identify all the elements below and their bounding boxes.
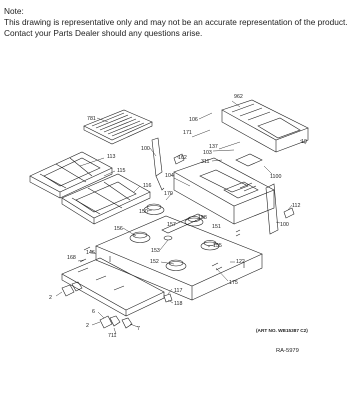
callout-158: 158 <box>198 215 207 221</box>
ra-code: RA-5979 <box>276 348 299 354</box>
disclaimer-note: Note: This drawing is representative onl… <box>4 6 348 39</box>
callout-781: 781 <box>87 116 96 122</box>
callout-151: 151 <box>212 224 221 230</box>
callout-156: 156 <box>114 226 123 232</box>
callout-labels: 781 962 106 171 19 137 103 311 1100 100 … <box>49 94 307 339</box>
callout-2-left: 2 <box>49 295 52 301</box>
callout-19: 19 <box>301 139 307 145</box>
callout-311: 311 <box>201 159 209 165</box>
side-bracket-left <box>151 137 165 191</box>
cooktop-surface <box>95 215 263 301</box>
callout-103: 103 <box>203 150 212 156</box>
callout-116: 116 <box>143 183 151 189</box>
callout-100-right: 100 <box>280 222 289 228</box>
callout-6: 6 <box>92 309 95 315</box>
burner-grate-right <box>61 173 151 225</box>
callout-102: 102 <box>178 155 187 161</box>
small-hardware <box>79 153 295 271</box>
callout-115: 115 <box>117 168 125 174</box>
note-line-1: This drawing is representative only and … <box>4 17 348 27</box>
callout-171: 171 <box>183 130 192 136</box>
callout-146: 146 <box>86 250 95 256</box>
callout-175: 175 <box>229 280 238 286</box>
callout-157: 157 <box>167 222 176 228</box>
callout-104: 104 <box>165 173 174 179</box>
control-knobs <box>61 281 173 329</box>
callout-137: 137 <box>209 144 218 150</box>
griddle-part <box>83 109 153 145</box>
callout-113: 113 <box>107 154 115 160</box>
callout-150: 150 <box>139 209 148 215</box>
callout-1100: 1100 <box>270 174 281 180</box>
note-line-2: Contact your Parts Dealer should any que… <box>4 28 203 38</box>
callout-106: 106 <box>189 117 198 123</box>
callout-2-lower: 2 <box>86 323 89 329</box>
callout-117: 117 <box>174 288 182 294</box>
front-manifold-panel <box>61 257 165 317</box>
callout-7: 7 <box>137 326 140 332</box>
callout-118: 118 <box>174 301 182 307</box>
backguard-assembly <box>221 99 309 153</box>
note-heading: Note: <box>4 6 24 16</box>
callout-155: 155 <box>213 243 222 249</box>
callout-170: 170 <box>164 191 173 197</box>
burners <box>129 203 220 271</box>
callout-168: 168 <box>67 255 76 261</box>
callout-leaders <box>55 100 307 335</box>
side-bracket-right <box>265 183 279 235</box>
callout-153: 153 <box>151 248 160 254</box>
callout-122: 122 <box>236 259 245 265</box>
callout-112: 112 <box>292 203 300 209</box>
control-console-panel <box>173 153 275 225</box>
callout-962: 962 <box>234 94 243 100</box>
callout-100-upper: 100 <box>141 146 150 152</box>
burner-grate-left <box>29 151 113 199</box>
callout-152: 152 <box>150 259 159 265</box>
callout-711: 711 <box>108 333 116 339</box>
art-number: (ART NO. WB15387 C2) <box>256 328 308 333</box>
